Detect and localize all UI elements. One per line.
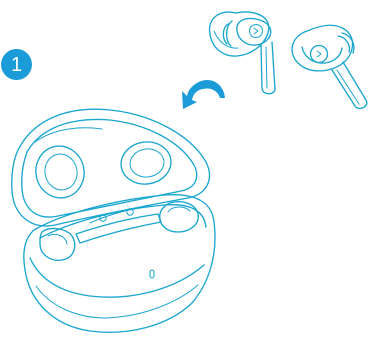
step-number: 1	[11, 55, 22, 75]
case-base	[24, 195, 215, 333]
charging-case-icon	[12, 109, 215, 332]
curved-arrow-icon	[182, 80, 225, 109]
step-badge: 1	[1, 49, 32, 80]
left-earbud	[210, 12, 275, 94]
right-earbud	[292, 25, 367, 108]
case-lid	[12, 109, 210, 226]
earbuds-icon	[210, 12, 367, 109]
